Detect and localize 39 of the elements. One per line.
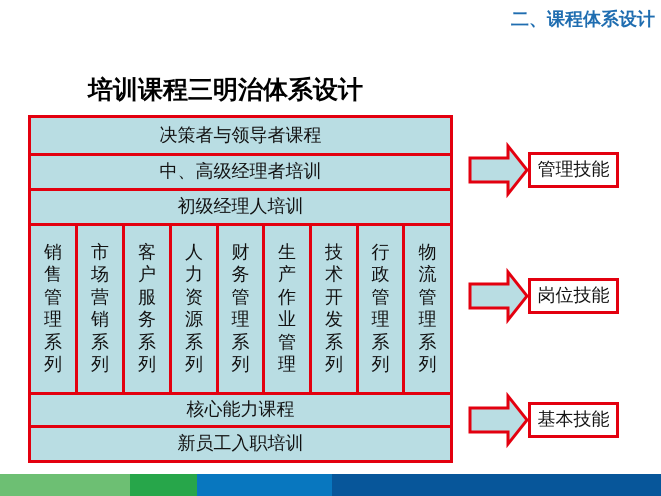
column-label: 销售管理系列	[44, 242, 62, 376]
course-band	[28, 425, 453, 463]
course-band	[28, 153, 453, 191]
skill-label: 基本技能	[538, 409, 610, 431]
band-label: 中、高级经理者培训	[160, 161, 322, 183]
block-arrow	[468, 392, 529, 448]
column-label: 市场营销系列	[91, 242, 109, 376]
course-band	[28, 188, 453, 226]
section-header: 二、课程体系设计	[511, 8, 655, 31]
course-column	[75, 223, 125, 395]
course-column	[216, 223, 265, 395]
course-column	[356, 223, 405, 395]
band-label: 核心能力课程	[186, 399, 294, 421]
course-band	[28, 392, 453, 428]
column-label: 财务管理系列	[232, 242, 250, 376]
course-column	[28, 223, 78, 395]
course-column	[169, 223, 219, 395]
skill-box	[528, 152, 619, 188]
column-label: 技术开发系列	[325, 242, 343, 376]
band-label: 新员工入职培训	[178, 433, 304, 455]
skill-label: 管理技能	[538, 159, 610, 181]
column-label: 生产作业管理	[278, 242, 296, 376]
course-column	[262, 223, 312, 395]
block-arrow	[468, 268, 529, 324]
heading: 培训课程三明治体系设计	[88, 74, 363, 106]
column-label: 行政管理系列	[372, 242, 390, 376]
course-column	[309, 223, 359, 395]
course-column	[122, 223, 172, 395]
skill-box	[528, 402, 619, 438]
skill-label: 岗位技能	[538, 285, 610, 307]
column-label: 物流管理系列	[418, 242, 436, 376]
band-label: 决策者与领导者课程	[160, 124, 322, 146]
column-label: 人力资源系列	[185, 242, 203, 376]
course-band	[28, 115, 453, 156]
skill-box	[528, 278, 619, 314]
band-label: 初级经理人培训	[178, 196, 304, 218]
column-label: 客户服务系列	[138, 242, 156, 376]
block-arrow	[468, 142, 529, 198]
course-column	[402, 223, 453, 395]
